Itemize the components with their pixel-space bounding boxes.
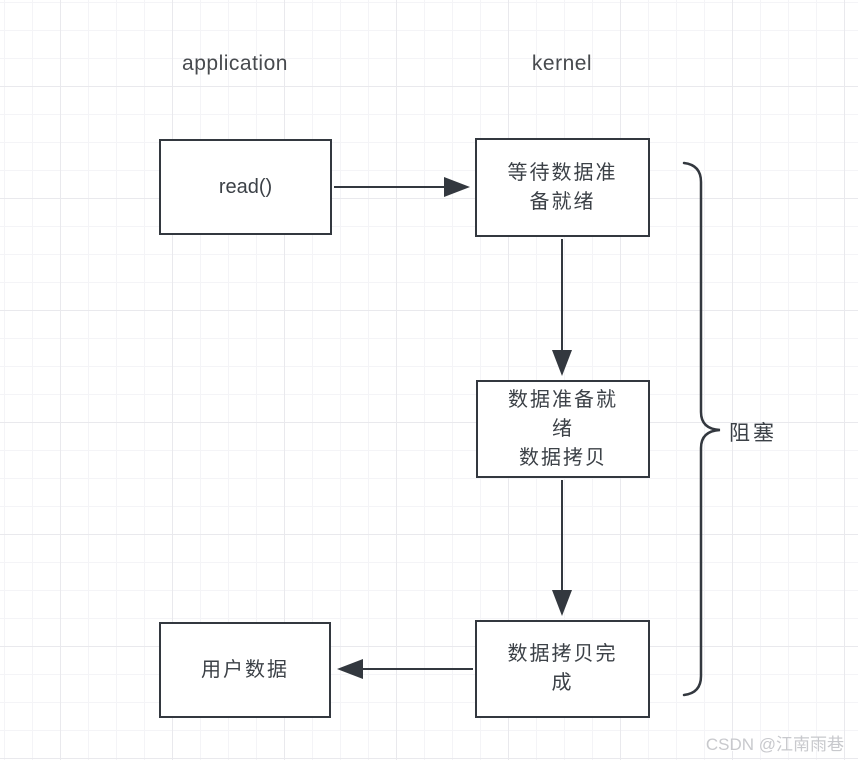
node-read-label: read() — [218, 175, 273, 198]
column-header-kernel: kernel — [531, 52, 593, 75]
node-wait-data-ready: 等待数据准 备就绪 — [475, 138, 650, 237]
node-copy-done-line-2: 成 — [551, 672, 574, 694]
node-copy-done: 数据拷贝完 成 — [475, 620, 650, 718]
node-wait-line-1: 等待数据准 — [507, 161, 618, 184]
node-data-ready-copy-line-1: 数据准备就 — [508, 388, 618, 411]
blocking-label: 阻塞 — [729, 422, 777, 445]
node-data-ready-copy-line-3: 数据拷贝 — [519, 446, 607, 469]
node-user-data-label: 用户数据 — [201, 658, 289, 681]
node-read: read() — [159, 139, 332, 235]
watermark-text: CSDN @江南雨巷 — [705, 735, 844, 754]
node-wait-line-2: 备就绪 — [529, 190, 596, 213]
node-user-data: 用户数据 — [159, 622, 331, 718]
column-header-application: application — [182, 52, 288, 75]
node-data-ready-copy: 数据准备就 绪 数据拷贝 — [476, 380, 650, 478]
node-data-ready-copy-line-2: 绪 — [552, 417, 574, 440]
node-copy-done-line-1: 数据拷贝完 — [507, 643, 618, 665]
blocking-brace — [682, 161, 721, 697]
